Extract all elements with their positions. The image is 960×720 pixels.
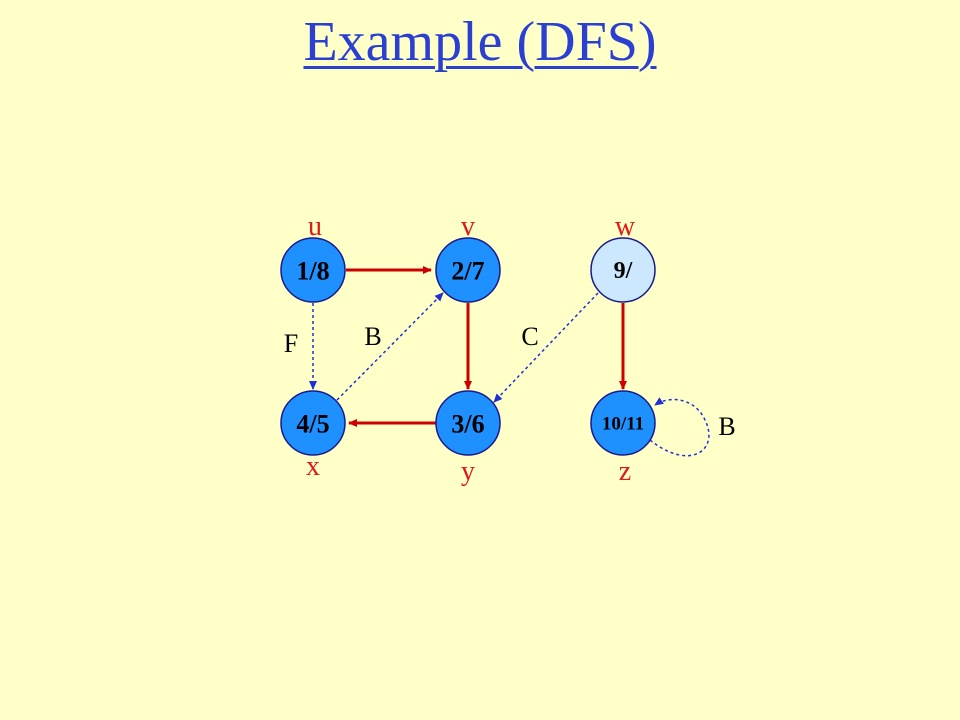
edge-label-forward: F <box>284 329 298 358</box>
vertex-name-z: z <box>619 456 631 487</box>
vertex-times-v: 2/7 <box>451 257 484 286</box>
vertex-name-x: x <box>306 451 320 482</box>
vertex-name-w: w <box>615 211 636 242</box>
edge-w-y-cross <box>493 292 599 403</box>
vertex-v: 2/7 <box>435 237 501 303</box>
vertex-name-v: v <box>461 211 475 242</box>
vertex-times-y: 3/6 <box>451 410 484 439</box>
vertex-times-x: 4/5 <box>296 410 329 439</box>
edge-x-v-back <box>336 292 444 401</box>
vertex-z: 10/11 <box>590 390 656 456</box>
vertex-times-u: 1/8 <box>296 257 329 286</box>
vertex-y: 3/6 <box>435 390 501 456</box>
edge-label-cross: C <box>521 322 538 351</box>
slide-title: Example (DFS) <box>303 11 657 73</box>
edge-label-back-zz: B <box>718 412 735 441</box>
vertex-w: 9/ <box>590 237 656 303</box>
vertex-name-u: u <box>308 211 322 242</box>
vertex-x: 4/5 <box>280 390 346 456</box>
vertex-u: 1/8 <box>280 237 346 303</box>
vertex-times-w: 9/ <box>614 258 633 284</box>
vertex-name-y: y <box>461 456 475 487</box>
vertex-times-z: 10/11 <box>602 414 644 435</box>
edge-z-z-self-loop <box>649 397 710 457</box>
edge-label-back-xv: B <box>364 322 381 351</box>
